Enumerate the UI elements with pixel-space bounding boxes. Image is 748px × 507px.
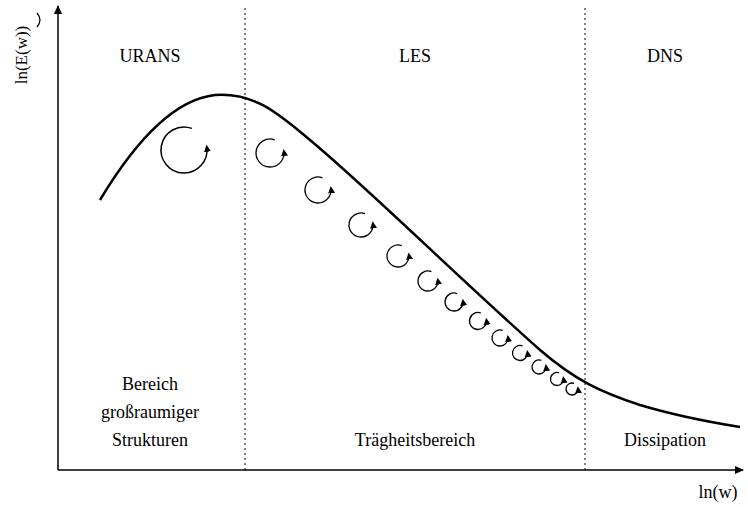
y-axis <box>57 6 59 470</box>
eddy-symbol <box>387 245 409 267</box>
eddy-symbol <box>418 271 438 291</box>
eddy-symbol <box>513 346 528 361</box>
x-axis-label: ln(w) <box>699 478 738 506</box>
energy-spectrum-curve <box>100 95 740 427</box>
eddy-symbol <box>161 127 207 173</box>
eddy-symbols <box>161 127 578 395</box>
eddy-symbol <box>551 373 564 386</box>
model-label: URANS <box>119 42 180 70</box>
axis-break <box>37 13 40 27</box>
region-label: Bereich großraumiger Strukturen <box>80 370 220 454</box>
region-divider <box>585 8 586 470</box>
region-divider <box>245 8 246 470</box>
eddy-symbol <box>492 330 508 346</box>
region-label: Trägheitsbereich <box>355 426 475 454</box>
eddy-symbol <box>349 213 373 237</box>
eddy-symbol <box>532 360 546 374</box>
eddy-symbol <box>256 139 284 167</box>
eddy-symbol <box>445 293 463 311</box>
x-axis <box>58 469 743 471</box>
model-label: DNS <box>647 42 683 70</box>
eddy-symbol <box>469 312 486 329</box>
region-label: Dissipation <box>624 426 706 454</box>
eddy-symbol <box>566 383 578 395</box>
y-axis-label: ln(E(w)) <box>8 26 36 85</box>
model-label: LES <box>399 42 431 70</box>
eddy-symbol <box>305 177 331 203</box>
